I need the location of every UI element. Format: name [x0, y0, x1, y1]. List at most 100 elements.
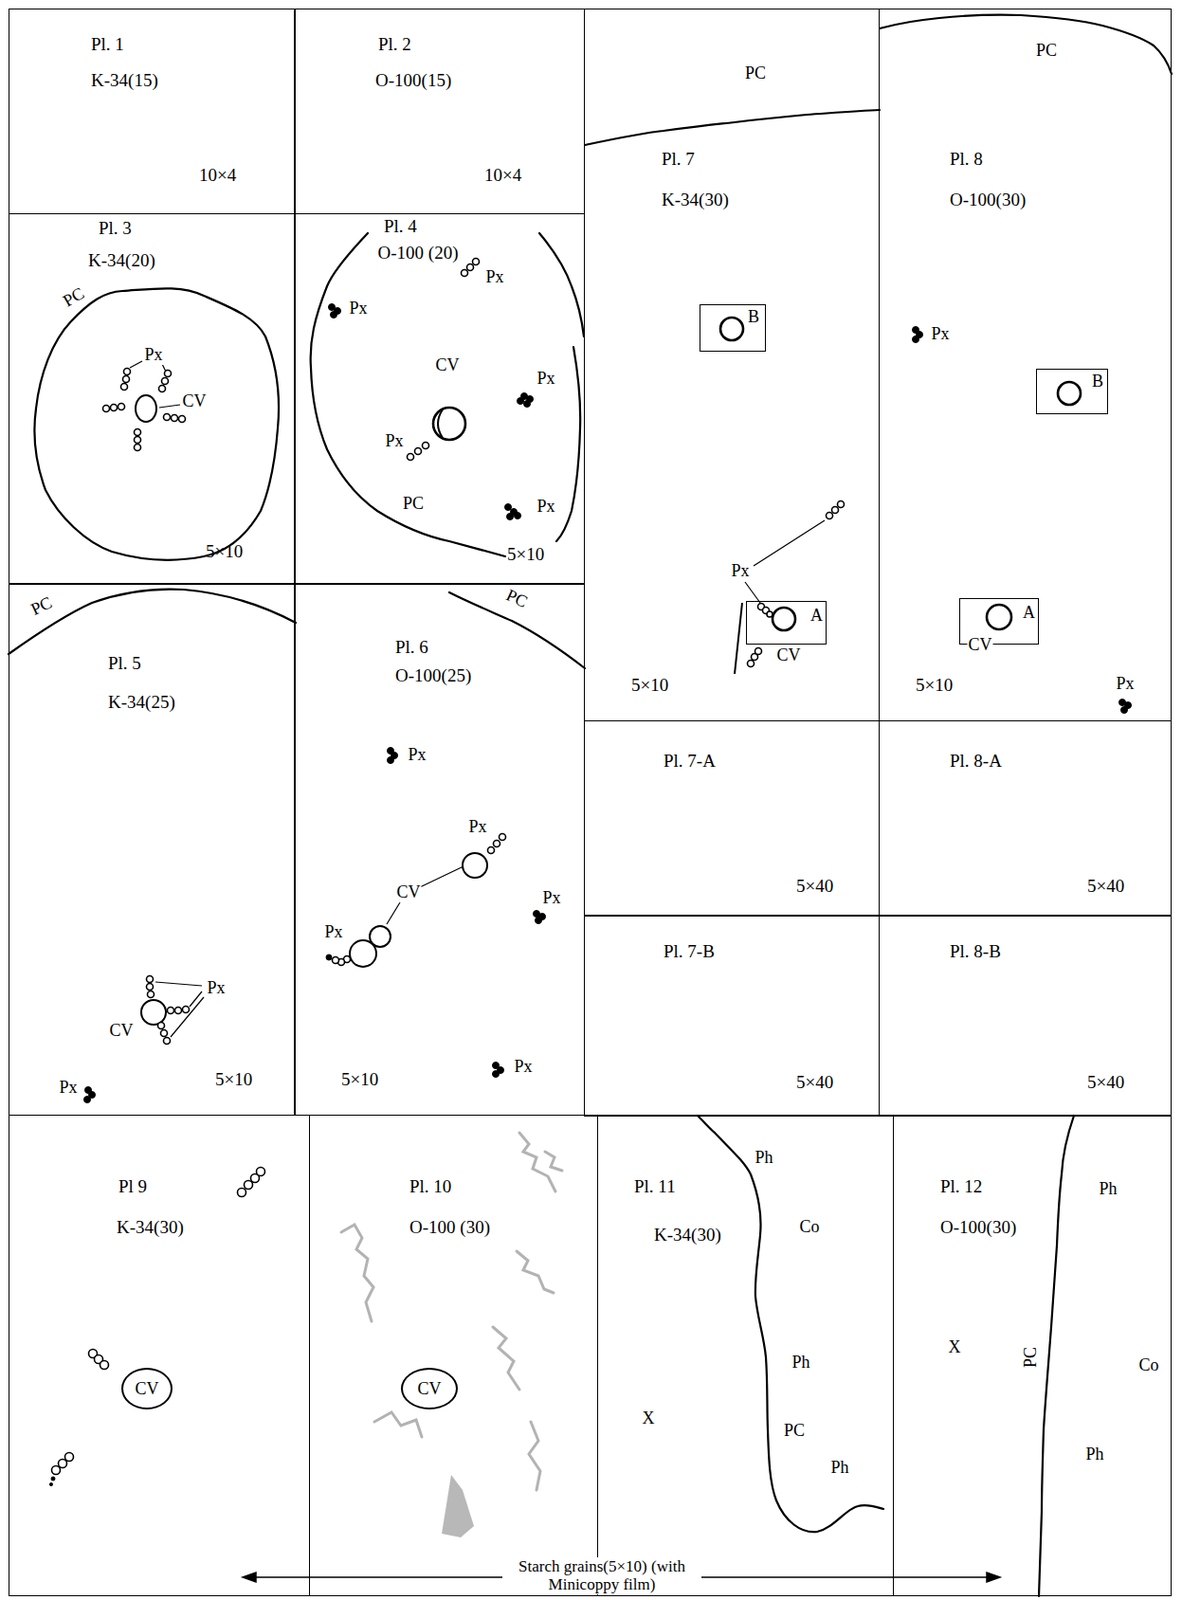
region-box: B	[699, 304, 766, 352]
structure-label: Ph	[829, 1458, 850, 1478]
plate-number: Pl. 2	[378, 34, 412, 55]
plate-number: Pl. 7-B	[663, 941, 715, 963]
particle-shape	[407, 454, 415, 461]
particle-shape	[51, 1476, 55, 1481]
magnification: 10×4	[199, 164, 237, 186]
sample-code: O-100(25)	[395, 665, 472, 687]
particle-shape	[433, 407, 466, 440]
structure-label: PC	[59, 283, 90, 311]
particle-shape	[422, 442, 430, 450]
structure-label: Px	[406, 745, 427, 765]
plate-panel: Pl. 8-B 5×40	[878, 914, 1172, 1117]
particle-shape	[161, 1030, 168, 1037]
structure-label: Px	[205, 979, 226, 999]
cell-outline	[556, 346, 581, 542]
drawing-stroke	[492, 1327, 520, 1390]
structure-label: PC	[401, 494, 425, 514]
structure-label: Px	[929, 325, 950, 345]
drawing-stroke	[155, 981, 202, 986]
structure-label: Co	[1137, 1356, 1160, 1376]
plate-number: Pl. 3	[98, 218, 132, 239]
region-letter: A	[810, 605, 823, 626]
plate-number: Pl 9	[118, 1176, 147, 1198]
structure-label: CV	[775, 646, 801, 666]
magnification: 10×4	[484, 164, 522, 186]
particle-shape	[65, 1453, 74, 1462]
particle-shape	[100, 1361, 110, 1370]
plate-number: Pl. 1	[90, 34, 125, 55]
particle-shape	[837, 501, 845, 509]
particle-shape	[171, 415, 179, 422]
particle-shape	[1121, 707, 1128, 714]
drawing-stroke	[242, 1572, 256, 1583]
drawing-stroke	[734, 602, 743, 674]
film-smudges	[341, 1132, 563, 1491]
cell-outline	[584, 109, 880, 146]
structure-label: CV	[108, 1021, 134, 1041]
particle-shape	[58, 1459, 68, 1469]
plate-number: Pl. 8	[949, 148, 983, 170]
structure-label: Px	[535, 369, 556, 389]
region-box: B	[1036, 368, 1109, 415]
plate-number: Pl. 11	[634, 1176, 676, 1198]
drawing-stroke	[528, 1421, 541, 1491]
particle-shape	[123, 376, 130, 383]
drawing-stroke	[341, 1224, 374, 1322]
vacuole-circle: CV	[400, 1367, 458, 1410]
particle-shape	[121, 383, 128, 391]
particle-shape	[237, 1188, 247, 1198]
drawing-stroke	[986, 1572, 1001, 1583]
drawing-stroke	[419, 866, 464, 888]
drawing-stroke	[545, 1151, 563, 1171]
structure-label: PC	[782, 1421, 806, 1441]
drawing-stroke	[516, 1251, 554, 1293]
plate-number: Pl. 8-B	[949, 941, 1001, 963]
plate-number: Pl. 4	[383, 216, 418, 237]
outlines	[8, 15, 1172, 1597]
plate-number: Pl. 10	[409, 1176, 452, 1198]
particle-shape	[524, 400, 531, 408]
particle-shape	[332, 957, 340, 964]
drawing-stroke	[745, 581, 761, 603]
sample-code: O-100 (20)	[374, 242, 462, 264]
particle-shape	[326, 954, 332, 961]
film-smudge	[441, 1474, 474, 1538]
particle-shape	[182, 1006, 190, 1014]
structure-label: Px	[1114, 674, 1135, 694]
structure-label: Px	[541, 889, 562, 909]
magnification: 5×10	[631, 674, 669, 696]
drawing-stroke	[437, 409, 443, 438]
structure-label: Px	[143, 345, 164, 365]
magnification: 5×10	[915, 674, 953, 696]
cell-outline	[8, 589, 296, 655]
particle-shape	[517, 398, 525, 405]
magnification: 5×40	[1087, 1072, 1125, 1093]
plate-panel: Pl. 8O-100(30)5×10BA	[878, 8, 1172, 722]
drawing-stroke	[170, 997, 204, 1037]
structure-label: Ph	[790, 1353, 811, 1373]
vacuoles	[135, 317, 1081, 1025]
particle-shape	[162, 378, 169, 385]
plate-number: Pl. 5	[108, 653, 142, 674]
structure-label: Px	[383, 432, 404, 452]
drawing-stroke	[753, 520, 825, 566]
structure-label: Px	[729, 562, 750, 582]
particle-shape	[461, 270, 469, 277]
structure-label: PC	[1035, 41, 1058, 61]
sample-code: K-34(30)	[116, 1217, 184, 1238]
region-letter: A	[1022, 602, 1036, 623]
particle-shape	[986, 604, 1012, 630]
structure-label: Px	[467, 818, 488, 837]
particle-shape	[164, 370, 172, 378]
structure-label: X	[641, 1409, 656, 1429]
magnification: 5×10	[507, 544, 545, 565]
structure-label: CV	[966, 636, 993, 655]
particle-shape	[124, 368, 131, 376]
plate-panel: Pl. 4 O-100 (20) 5×10	[293, 213, 585, 585]
particle-shape	[103, 405, 110, 413]
vacuole-label: CV	[417, 1379, 441, 1400]
drawing-stroke	[159, 404, 181, 408]
plate-panel: Pl. 5K-34(25)5×10	[8, 582, 296, 1116]
plate-number: Pl. 12	[940, 1176, 982, 1198]
